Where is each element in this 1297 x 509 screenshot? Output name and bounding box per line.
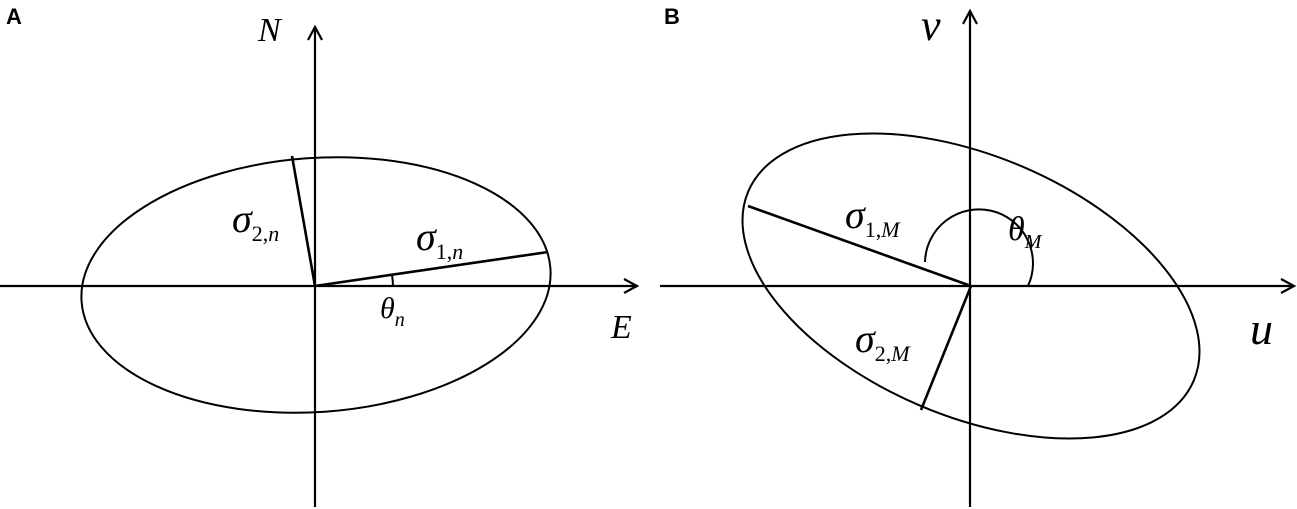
panel-b-sigma2-sub-index: 2, (875, 341, 892, 366)
panel-b-sigma2-symbol: σ (855, 316, 876, 361)
panel-a-x-axis-label: E (610, 309, 632, 346)
panel-b-ellipse (741, 132, 1201, 440)
panel-b-angle-arc (924, 208, 1034, 287)
panel-b-x-arrowhead (1280, 278, 1297, 294)
panel-a-angle-arc (391, 274, 394, 287)
panel-b-sigma2-sub-var: M (890, 341, 911, 366)
panel-b-sigma2-label: σ2,M (855, 316, 911, 366)
panel-a-letter: A (6, 4, 22, 29)
panel-b-y-arrowhead (962, 8, 978, 25)
panel-b-theta-symbol: θ (1008, 211, 1025, 248)
panel-b-sigma1-sub-index: 1, (865, 217, 882, 242)
panel-a-sigma1-line (314, 250, 549, 288)
panel-a-sigma1-label: σ1,n (416, 214, 463, 264)
panel-b-theta-label: θM (1008, 211, 1043, 253)
panel-b-theta-sub-var: M (1024, 231, 1043, 253)
panel-a-theta-label: θn (380, 292, 405, 331)
panel-a-sigma2-label: σ2,n (232, 196, 279, 246)
panel-b-sigma1-label: σ1,M (845, 192, 901, 242)
panel-a-ellipse (80, 156, 552, 414)
panel-a-sigma1-symbol: σ (416, 214, 437, 259)
panel-a-theta-symbol: θ (380, 292, 395, 325)
panel-a-x-arrowhead (623, 278, 640, 294)
panel-b-letter: B (664, 4, 680, 29)
panel-a-y-arrowhead (307, 24, 323, 41)
panel-b-sigma1-line (747, 204, 972, 288)
panel-a: A N E σ2,n σ1,n θn (0, 4, 640, 507)
panel-a-sigma1-sub-var: n (452, 239, 463, 264)
panel-a-sigma2-line (290, 155, 317, 287)
panel-a-sigma1-sub-index: 1, (436, 239, 453, 264)
panel-b-x-axis-label: u (1250, 303, 1273, 354)
panel-a-y-axis-label: N (257, 12, 283, 49)
panel-b: B v u σ1,M θM σ2,M (660, 1, 1297, 507)
panel-a-theta-sub-var: n (395, 309, 405, 331)
panel-a-sigma2-sub-var: n (268, 221, 279, 246)
panel-b-sigma2-line (919, 285, 973, 411)
panel-a-sigma2-symbol: σ (232, 196, 253, 241)
panel-b-y-axis-label: v (921, 1, 941, 50)
panel-b-sigma1-sub-var: M (880, 217, 901, 242)
panel-a-sigma2-sub-index: 2, (252, 221, 269, 246)
panel-b-sigma1-symbol: σ (845, 192, 866, 237)
